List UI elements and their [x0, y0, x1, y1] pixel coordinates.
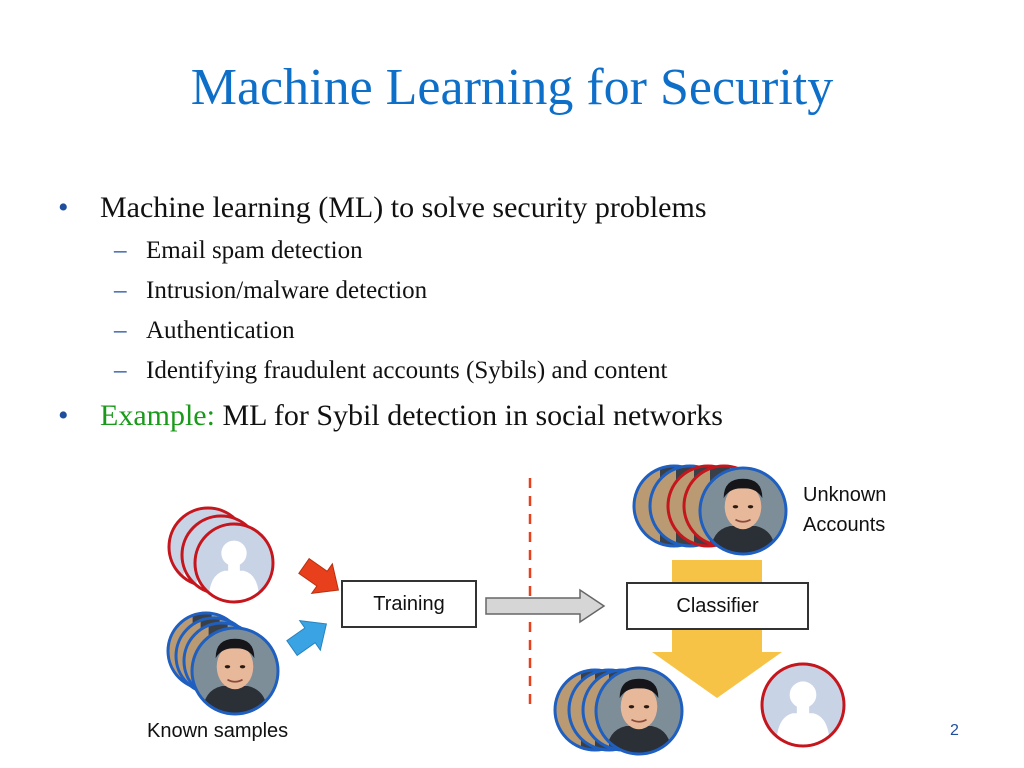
subbullet-intrusion: – Intrusion/malware detection	[58, 276, 958, 306]
bullet-text: ML for Sybil detection in social network…	[222, 399, 723, 432]
classifier-box: Classifier	[626, 582, 809, 630]
classifier-label: Classifier	[676, 595, 759, 617]
subbullet-text: Email spam detection	[146, 237, 363, 264]
subbullet-spam: – Email spam detection	[58, 236, 958, 266]
subbullet-authentication: – Authentication	[58, 316, 958, 346]
example-highlight: Example:	[100, 399, 215, 432]
known-samples-label: Known samples	[147, 720, 289, 742]
gray-arrow	[485, 588, 606, 624]
subbullet-text: Intrusion/malware detection	[146, 277, 428, 304]
unknown-avatar	[698, 466, 788, 556]
training-label: Training	[373, 593, 445, 615]
subbullet-text: Authentication	[146, 317, 295, 344]
unknown-label-line1: Unknown	[803, 484, 887, 506]
sybil-avatar	[193, 522, 275, 604]
red-arrow	[298, 557, 340, 594]
bullet-item-ml-security: • Machine learning (ML) to solve securit…	[58, 190, 958, 226]
unknown-accounts-stack	[632, 464, 788, 556]
dash-icon: –	[114, 357, 127, 384]
classified-real-stack	[553, 666, 684, 756]
bullet-icon: •	[58, 191, 69, 224]
subbullet-text: Identifying fraudulent accounts (Sybils)…	[146, 357, 668, 384]
classified-sybil	[760, 662, 846, 748]
page-number: 2	[950, 722, 959, 739]
known-sybil-stack	[167, 506, 275, 604]
blue-arrow	[286, 620, 328, 657]
dash-icon: –	[114, 317, 127, 344]
subbullet-sybils: – Identifying fraudulent accounts (Sybil…	[58, 356, 958, 386]
bullet-text: Machine learning (ML) to solve security …	[100, 191, 707, 224]
real-avatar	[594, 666, 684, 756]
training-box: Training	[341, 580, 477, 628]
page-title: Machine Learning for Security	[190, 59, 834, 116]
bullet-list: • Machine learning (ML) to solve securit…	[58, 190, 958, 434]
real-avatar	[190, 626, 280, 716]
dash-icon: –	[114, 277, 127, 304]
unknown-accounts-label: Unknown Accounts	[803, 480, 886, 540]
dash-icon: –	[114, 237, 127, 264]
bullet-icon: •	[58, 399, 69, 432]
bullet-item-example: • Example: ML for Sybil detection in soc…	[58, 398, 958, 434]
known-real-stack	[166, 611, 280, 716]
unknown-label-line2: Accounts	[803, 514, 886, 536]
